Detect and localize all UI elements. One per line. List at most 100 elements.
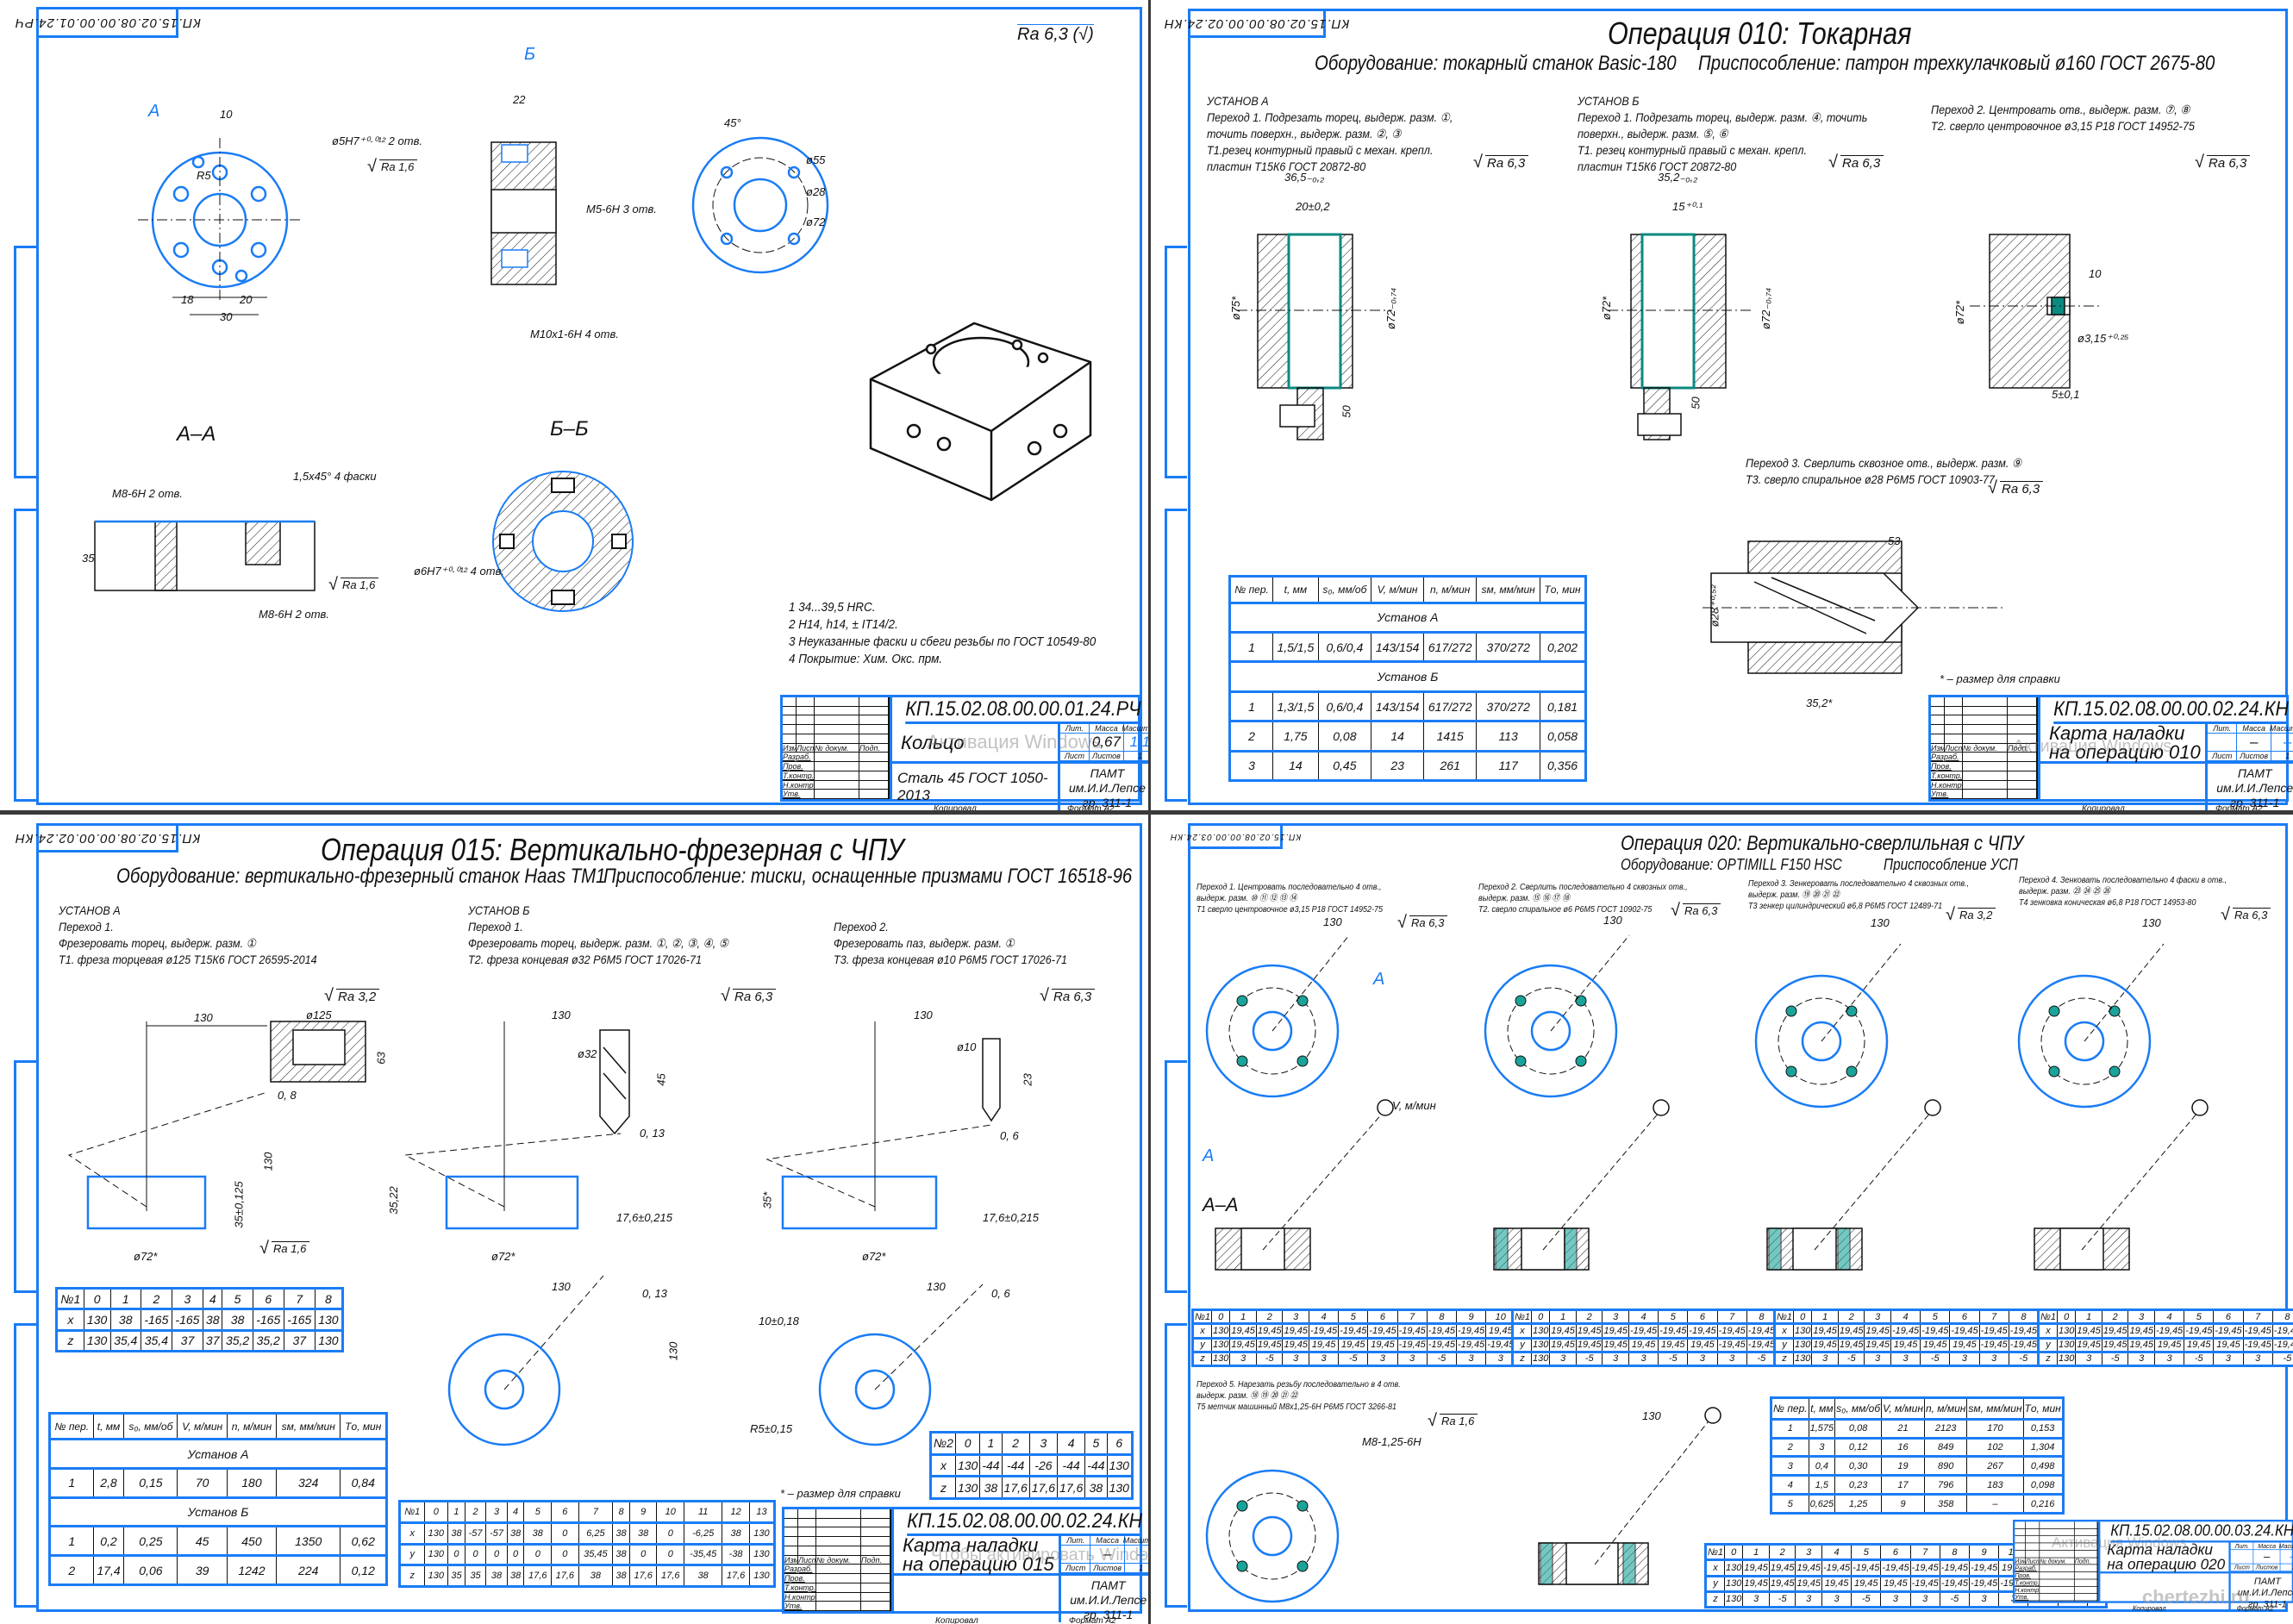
note: 1 34...39,5 HRC.	[789, 600, 876, 615]
table-cell: 19,45	[1742, 1559, 1770, 1577]
dim-label: 35*	[760, 1191, 774, 1209]
table-header-cell: № пер.	[1228, 576, 1274, 603]
table-cell: 3	[2127, 1351, 2155, 1367]
table-cell: 3	[1628, 1351, 1659, 1367]
table-cell: 14	[1272, 750, 1319, 782]
table-cell: 4	[506, 1501, 525, 1523]
tb-cell	[859, 771, 889, 781]
table-cell: 38	[722, 1521, 750, 1545]
dim-label: 22	[513, 93, 526, 106]
tb-cell	[861, 1546, 890, 1556]
roughness-label: Ra 3,2	[1946, 905, 1996, 925]
table-cell: 35	[464, 1565, 487, 1587]
table-cell: 1	[49, 1467, 94, 1498]
table-cell: -19,45	[2184, 1323, 2215, 1339]
dim-label: 130	[914, 1009, 933, 1021]
tb-org-name: ПАМТ им.И.И.Лепсе	[1068, 766, 1146, 795]
table-cell: 0,6/0,4	[1317, 632, 1372, 663]
tb-header: Подп.	[2008, 743, 2037, 753]
dim-label: 18	[181, 293, 194, 306]
table-cell: z	[1191, 1351, 1213, 1367]
table-cell: 17,6	[523, 1565, 553, 1587]
text-line: точить поверхн., выдерж. разм. ②, ③	[1207, 127, 1402, 141]
text-line: Переход 5. Нарезать резьбу последователь…	[1196, 1380, 1401, 1390]
tb-cell	[889, 790, 890, 799]
table-cell: -19,45	[1746, 1323, 1778, 1339]
step-4-text: Переход 4. Зенковать последовательно 4 ф…	[2019, 875, 2227, 909]
tb-cell	[1963, 725, 2008, 734]
tb-scale-label: Масштаб	[2279, 1543, 2293, 1551]
tb-cell	[1931, 706, 1945, 716]
equipment: Оборудование: токарный станок Basic-180	[1315, 52, 1677, 75]
table-cell: -5	[1837, 1351, 1865, 1367]
dim-label: ø72*	[1953, 300, 1967, 325]
tb-cell	[2015, 1521, 2026, 1529]
table-cell: 4	[1821, 1543, 1853, 1561]
tb-cell	[1963, 753, 2008, 763]
table-cell: 38	[684, 1565, 723, 1587]
table-cell: -19,45	[2008, 1323, 2040, 1339]
doc-code: КП.15.02.08.00.00.02.24.КН	[14, 830, 201, 846]
text-line: УСТАНОВ А	[59, 903, 121, 917]
text-line: Т1. фреза торцевая ø125 Т15К6 ГОСТ 26595…	[59, 953, 317, 966]
table-cell: -5	[1426, 1351, 1458, 1367]
table-cell: x	[2037, 1323, 2059, 1339]
table-cell: -165	[171, 1309, 203, 1331]
dim-label: 130	[1603, 914, 1622, 927]
table-cell: 0,216	[2022, 1494, 2064, 1514]
table-cell: -5	[1851, 1590, 1882, 1608]
table-cell: y	[1704, 1575, 1726, 1592]
tb-cell	[1963, 734, 2008, 744]
tb-cell	[889, 725, 890, 734]
table-cell: -19,45	[2271, 1337, 2293, 1352]
text-line: УСТАНОВ Б	[1578, 94, 1640, 108]
table-cell: 0	[464, 1543, 487, 1566]
table-cell: 19,45	[1549, 1323, 1577, 1339]
roughness-label: Ra 3,2	[324, 986, 380, 1006]
table-cell: 5	[1851, 1543, 1882, 1561]
table-cell: 19,45	[1795, 1559, 1822, 1577]
general-roughness: Ra 6,3 (√)	[1017, 24, 1094, 44]
tb-lit-value	[1059, 734, 1090, 752]
dim-label: ø72*	[1600, 296, 1614, 321]
tb-cell	[889, 715, 890, 726]
text-line: поверхн., выдерж. разм. ⑤, ⑥	[1578, 127, 1728, 141]
note: 3 Неуказанные фаски и сбеги резьбы по ГО…	[789, 634, 1097, 649]
table-cell: 19,45	[1308, 1337, 1340, 1352]
tb-sheets-count: 1	[2280, 1564, 2293, 1572]
table-cell: -19,45	[1396, 1323, 1428, 1339]
table-cell: 3	[1716, 1351, 1747, 1367]
table-cell: 17,6	[551, 1565, 579, 1587]
table-cell: -19,45	[2213, 1323, 2244, 1339]
side-stamp	[1165, 509, 1187, 802]
reference-note: * – размер для справки	[1940, 672, 2060, 685]
table-cell: 7	[1978, 1309, 2009, 1325]
tb-cell	[783, 725, 797, 734]
table-cell: 45	[177, 1526, 228, 1557]
dim-label: 35,2*	[1806, 696, 1833, 709]
reference-note: * – размер для справки	[780, 1487, 901, 1500]
text-line: Т2. сверло центровочное ø3,15 Р18 ГОСТ 1…	[1931, 119, 2195, 133]
table-cell: 1	[1228, 632, 1274, 663]
tb-name-line: Карта наладки	[2049, 721, 2185, 744]
operation-title: Операция 015: Вертикально-фрезерная с ЧП…	[321, 832, 904, 867]
tb-role: Пров.	[2015, 1571, 2040, 1580]
table-cell: z	[56, 1329, 84, 1352]
text-line: Переход 1. Подрезать торец, выдерж. разм…	[1207, 110, 1453, 124]
tb-header: Дата	[2097, 1558, 2099, 1565]
tb-cell	[2037, 771, 2038, 781]
table-cell: 10	[1485, 1309, 1516, 1325]
table-cell: 35,4	[109, 1329, 141, 1352]
table-cell: 267	[1966, 1456, 2024, 1477]
tb-header: № докум.	[815, 743, 859, 753]
table-cell: 0,058	[1540, 721, 1586, 752]
table-cell: 1	[1771, 1418, 1809, 1439]
table-cell: 3	[1890, 1351, 1921, 1367]
table-cell: 19,45	[2153, 1337, 2185, 1352]
tb-cell	[2074, 1579, 2098, 1587]
tb-lit-label: Лит.	[1059, 724, 1090, 734]
